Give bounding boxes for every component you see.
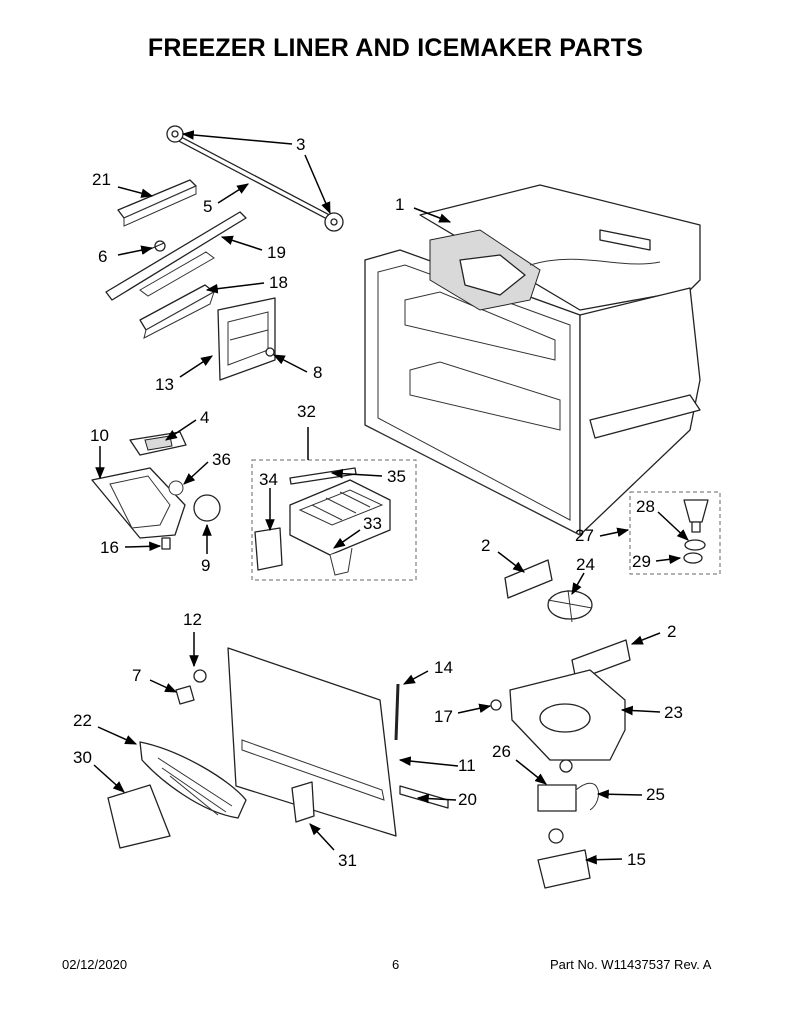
light-housing-part bbox=[91, 431, 221, 550]
callout-36: 36 bbox=[212, 450, 231, 469]
callout-21: 21 bbox=[92, 170, 111, 189]
callout-18: 18 bbox=[269, 273, 288, 292]
callout-19: 19 bbox=[267, 243, 286, 262]
footer-date: 02/12/2020 bbox=[62, 957, 128, 972]
fan-housing-part bbox=[490, 669, 626, 761]
callout-16: 16 bbox=[100, 538, 119, 557]
auger-shaft-part bbox=[166, 125, 344, 232]
callout-24: 24 bbox=[576, 555, 595, 574]
callout-6: 6 bbox=[98, 247, 107, 266]
callout-9: 9 bbox=[201, 556, 210, 575]
callout-2: 2 bbox=[667, 622, 676, 641]
callout-15: 15 bbox=[627, 850, 646, 869]
evaporator-fan-part bbox=[504, 559, 631, 681]
freezer-liner-part bbox=[364, 184, 701, 536]
callout-12: 12 bbox=[183, 610, 202, 629]
bracket-part bbox=[217, 297, 276, 381]
callout-13: 13 bbox=[155, 375, 174, 394]
callout-2: 2 bbox=[481, 536, 490, 555]
callout-17: 17 bbox=[434, 707, 453, 726]
callout-4: 4 bbox=[200, 408, 209, 427]
footer-part-number: Part No. W11437537 Rev. A bbox=[550, 957, 712, 972]
callout-35: 35 bbox=[387, 467, 406, 486]
callout-10: 10 bbox=[90, 426, 109, 445]
callout-26: 26 bbox=[492, 742, 511, 761]
fan-motor-part bbox=[537, 759, 599, 889]
cap-assembly-part bbox=[629, 491, 721, 575]
callout-30: 30 bbox=[73, 748, 92, 767]
callout-22: 22 bbox=[73, 711, 92, 730]
callout-8: 8 bbox=[313, 363, 322, 382]
callout-7: 7 bbox=[132, 666, 141, 685]
callout-28: 28 bbox=[636, 497, 655, 516]
callout-31: 31 bbox=[338, 851, 357, 870]
air-grille-part bbox=[107, 741, 247, 849]
slide-rail-parts bbox=[105, 179, 247, 339]
callout-1: 1 bbox=[395, 195, 404, 214]
callout-25: 25 bbox=[646, 785, 665, 804]
callout-5: 5 bbox=[203, 197, 212, 216]
callout-labels: 1 2 2 3 4 5 6 7 8 9 10 11 12 13 14 15 16… bbox=[73, 135, 683, 870]
rear-cover-part bbox=[175, 647, 449, 837]
page-title: FREEZER LINER AND ICEMAKER PARTS bbox=[147, 34, 644, 62]
callout-32: 32 bbox=[297, 402, 316, 421]
callout-29: 29 bbox=[632, 552, 651, 571]
callout-11: 11 bbox=[458, 756, 476, 775]
callout-23: 23 bbox=[664, 703, 683, 722]
callout-33: 33 bbox=[363, 514, 382, 533]
callout-34: 34 bbox=[259, 470, 278, 489]
callout-20: 20 bbox=[458, 790, 477, 809]
callout-14: 14 bbox=[434, 658, 453, 677]
leader-lines bbox=[93, 130, 689, 865]
callout-3: 3 bbox=[296, 135, 305, 154]
footer-page-number: 6 bbox=[392, 957, 400, 972]
callout-27: 27 bbox=[575, 526, 594, 545]
